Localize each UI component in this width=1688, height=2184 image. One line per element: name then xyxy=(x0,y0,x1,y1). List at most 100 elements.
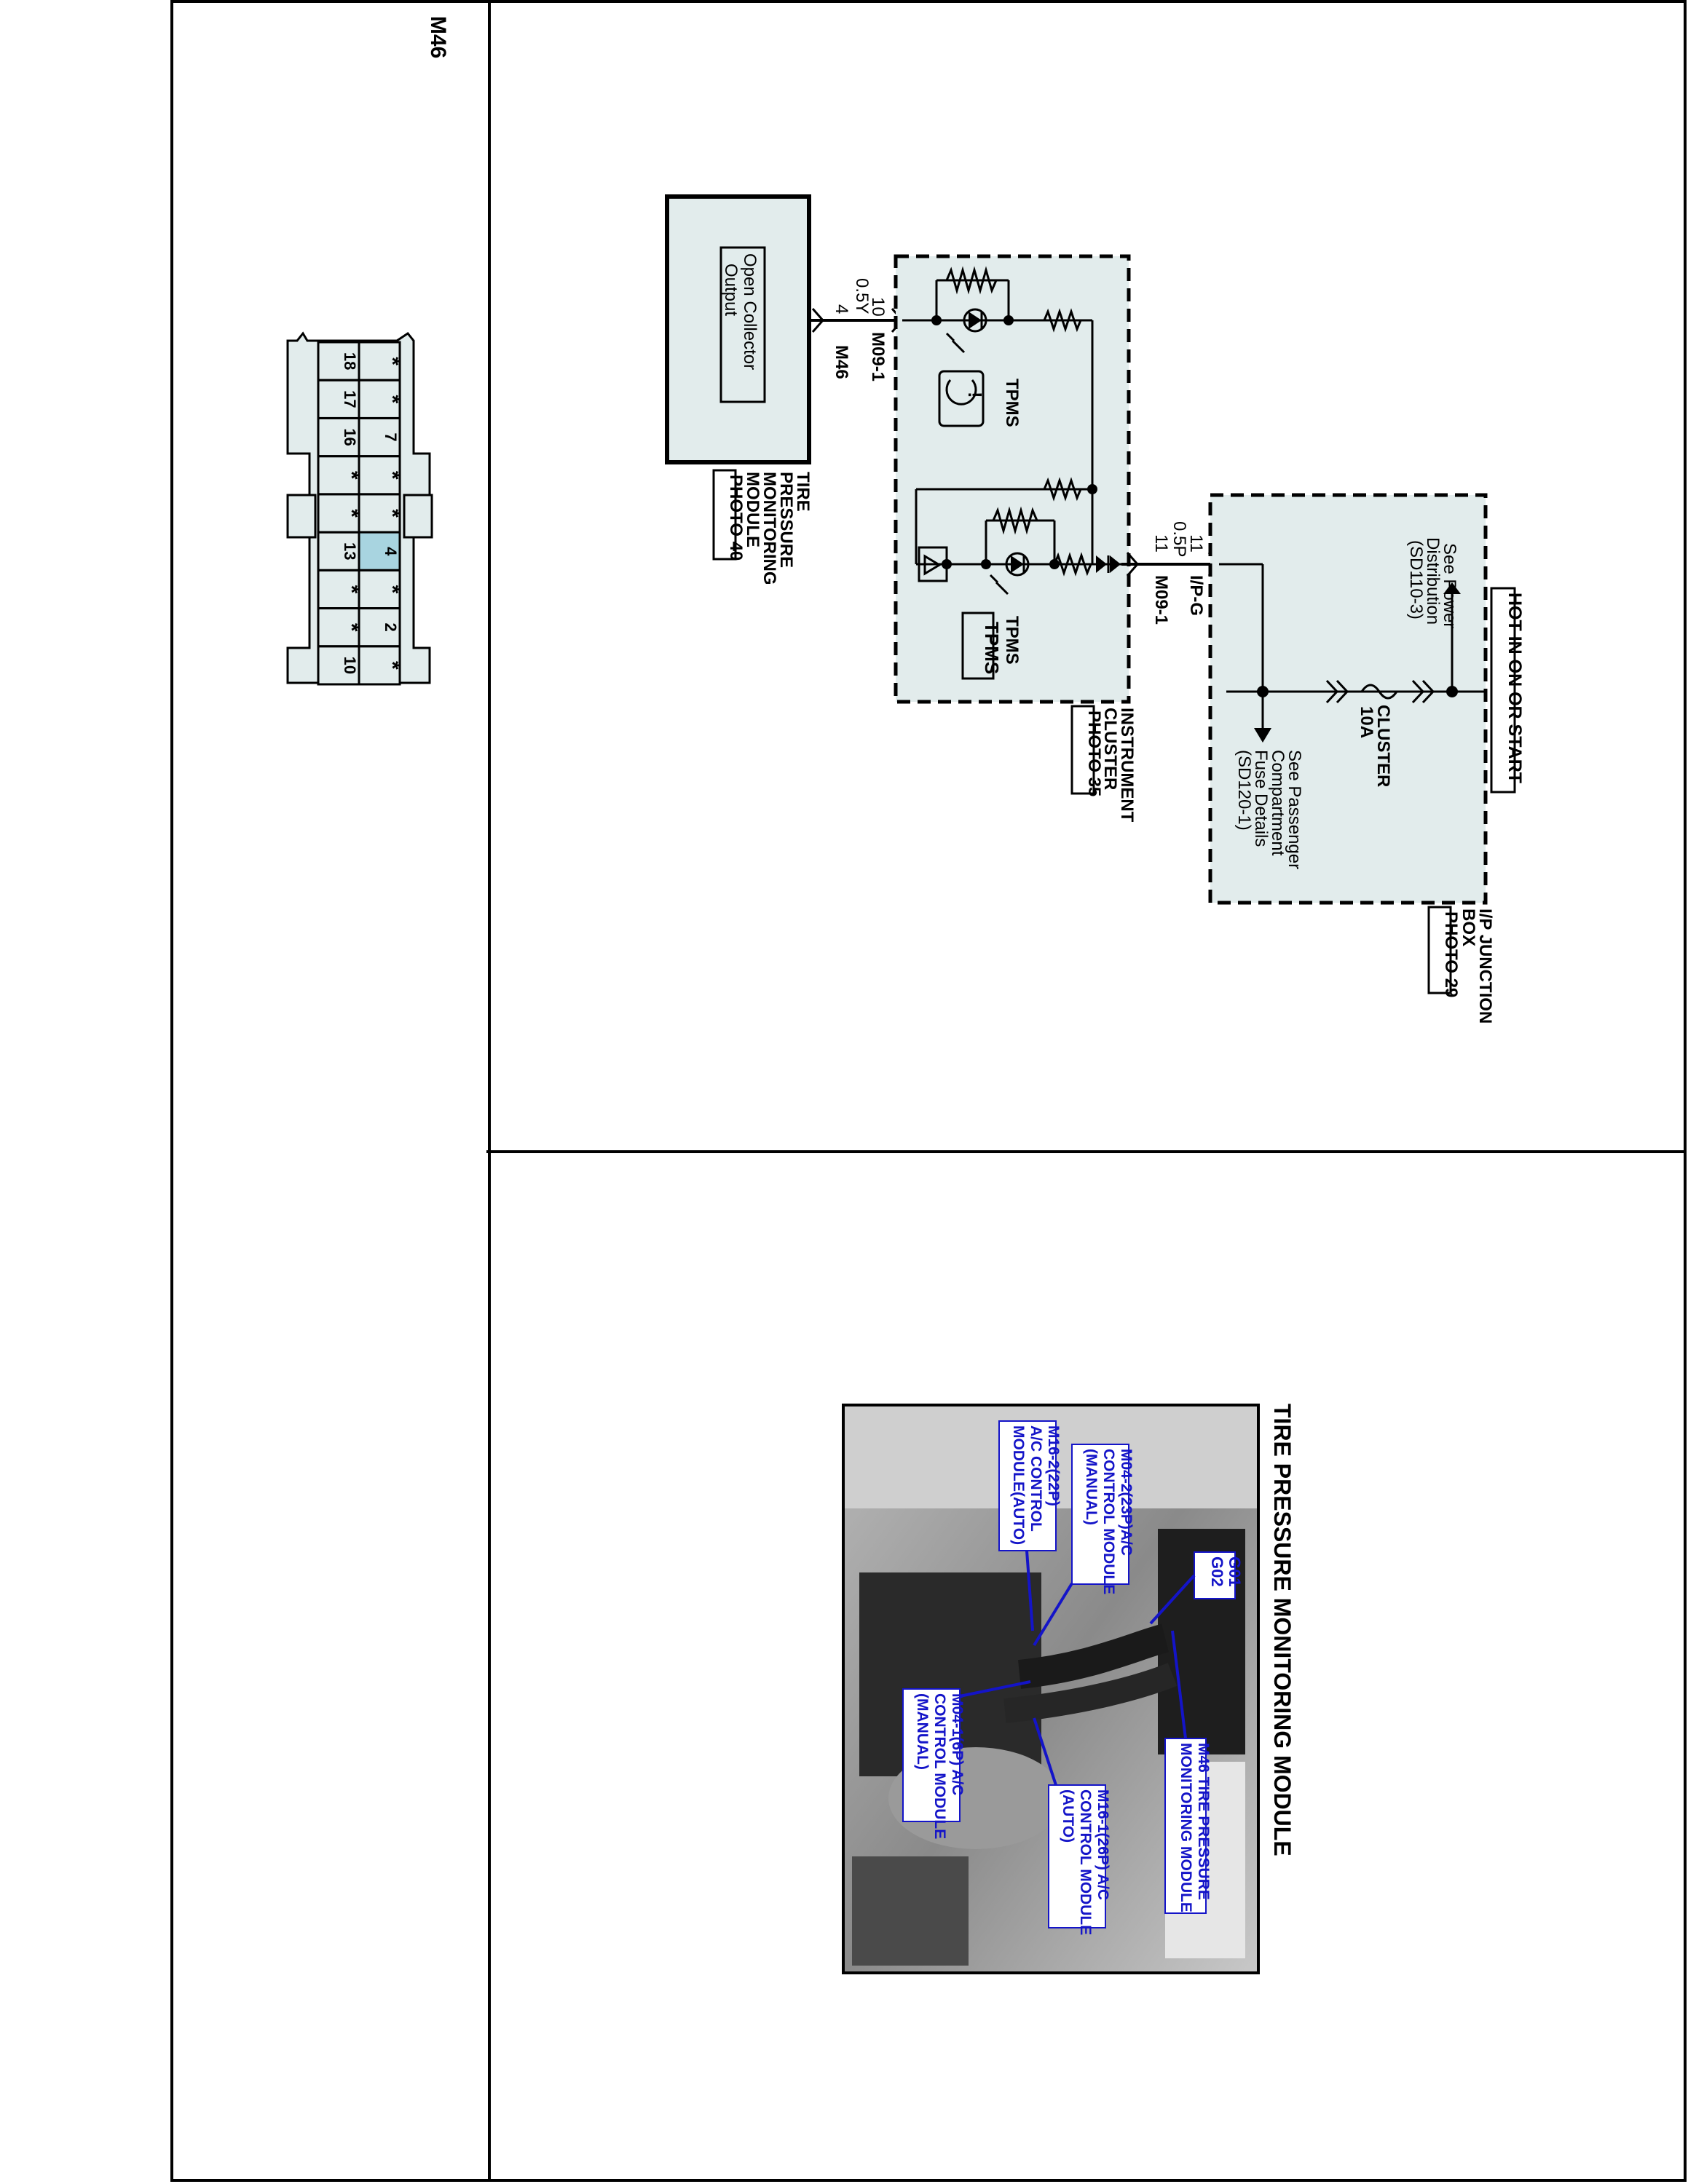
svg-text:CONTROL MODULE: CONTROL MODULE xyxy=(931,1693,948,1839)
photo-title: TIRE PRESSURE MONITORING MODULE xyxy=(1269,1404,1295,1856)
power-ref-arrow xyxy=(1443,582,1461,594)
callout-m16-1: M16-1(26P) A/C CONTROL MODULE (AUTO) xyxy=(1033,1717,1111,1935)
callout-m04-1: M04-1(6P) A/C CONTROL MODULE (MANUAL) xyxy=(902,1680,1031,1839)
svg-text:MODULE: MODULE xyxy=(743,472,762,547)
cavity-label: 7 xyxy=(382,432,400,441)
photo-panel: TIRE PRESSURE MONITORING MODULE G01 G02 xyxy=(842,1404,1295,1974)
fuse-ref-arrow xyxy=(1254,728,1271,743)
instrument-cluster-box xyxy=(894,254,1131,704)
cavity-label: * xyxy=(380,661,404,670)
tpms-warning-lamp-circuit: ! TPMS xyxy=(902,266,1097,564)
connector-label: M46 xyxy=(426,16,450,58)
wire1-pin-module: 4 xyxy=(832,304,851,314)
svg-text:MONITORING MODULE: MONITORING MODULE xyxy=(1178,1743,1194,1912)
schematic: Open Collector Output TIRE PRESSURE MONI… xyxy=(665,194,1525,1024)
wire2-pin-bottom: 11 xyxy=(1151,534,1171,553)
svg-text:(AUTO): (AUTO) xyxy=(1060,1789,1076,1843)
cavity-label: * xyxy=(380,357,404,365)
wire2-conn-bottom: M09-1 xyxy=(1151,575,1171,625)
cavity-label: 17 xyxy=(341,390,359,408)
tpms-module-label: TIRE PRESSURE MONITORING MODULE PHOTO 40 xyxy=(712,469,813,585)
wire2-gauge: 0.5P xyxy=(1170,521,1189,557)
cavity-label: * xyxy=(380,395,404,403)
wire1-conn-module: M46 xyxy=(832,345,851,379)
svg-text:G02: G02 xyxy=(1208,1556,1226,1587)
open-collector-line1: Open Collector xyxy=(740,253,760,370)
fuse-ref-line3: Fuse Details xyxy=(1251,750,1271,847)
junction-box-label: I/P JUNCTION BOX PHOTO 29 xyxy=(1427,906,1495,1024)
led-lower xyxy=(1011,555,1024,573)
resistor-series-lower xyxy=(1053,552,1092,577)
cavity-label: * xyxy=(339,585,363,594)
wire2-pin-top: 11 xyxy=(1186,534,1206,553)
fuse-ref-line2: Compartment xyxy=(1268,750,1287,856)
tpms-module-photo: PHOTO 40 xyxy=(726,475,746,561)
svg-text:M16-2(22P): M16-2(22P) xyxy=(1045,1425,1062,1506)
svg-text:M46 TIRE PRESSURE: M46 TIRE PRESSURE xyxy=(1195,1743,1212,1900)
svg-text:CLUSTER: CLUSTER xyxy=(1100,708,1120,790)
svg-text:(MANUAL): (MANUAL) xyxy=(914,1693,931,1770)
cavity-label: 4 xyxy=(382,547,400,556)
resistor-series-upper xyxy=(1043,308,1082,333)
cavity-label: 16 xyxy=(341,428,359,446)
svg-text:G01: G01 xyxy=(1226,1556,1244,1587)
fuse-ref-line4: (SD120-1) xyxy=(1234,750,1254,831)
callout-m16-2: M16-2(22P) A/C CONTROL MODULE(AUTO) xyxy=(998,1420,1062,1631)
svg-text:(MANUAL): (MANUAL) xyxy=(1083,1449,1100,1525)
cluster-photo: PHOTO 35 xyxy=(1084,711,1104,796)
resistor-lamp xyxy=(992,506,1038,535)
cavity-label: * xyxy=(380,471,404,480)
led-upper xyxy=(969,312,982,329)
wire1-conn-cluster: M09-1 xyxy=(868,332,888,381)
junction-internal: See Power Distribution (SD110-3) CLUSTER… xyxy=(1219,537,1486,869)
tpms-indicator-box: TPMS xyxy=(981,622,1003,674)
power-ref-line3: (SD110-3) xyxy=(1406,540,1426,620)
connector-m09-1-pin11 xyxy=(1126,552,1139,577)
instrument-cluster-label: INSTRUMENT CLUSTER PHOTO 35 xyxy=(1070,705,1137,823)
wire2-conn-top: I/P-G xyxy=(1186,575,1206,616)
connector-m46-symbol xyxy=(811,308,824,333)
svg-text:INSTRUMENT: INSTRUMENT xyxy=(1117,708,1137,823)
svg-text:M04-2(23P)A/C: M04-2(23P)A/C xyxy=(1118,1449,1135,1556)
cavity-label: 10 xyxy=(341,657,359,674)
cavity-label: 18 xyxy=(341,352,359,370)
diode-2 xyxy=(1110,555,1121,573)
junction-box xyxy=(1208,493,1488,905)
open-collector-line2: Output xyxy=(721,264,741,316)
svg-text:MONITORING: MONITORING xyxy=(760,472,779,585)
fuse-rating: 10A xyxy=(1357,706,1376,738)
cavity-label: * xyxy=(339,509,363,518)
svg-text:MODULE(AUTO): MODULE(AUTO) xyxy=(1010,1425,1027,1545)
page-border xyxy=(170,0,1687,2182)
open-collector-box xyxy=(719,246,766,403)
svg-text:M16-1(26P) A/C: M16-1(26P) A/C xyxy=(1095,1789,1111,1900)
svg-text:TIRE: TIRE xyxy=(793,472,813,512)
svg-text:I/P JUNCTION: I/P JUNCTION xyxy=(1475,909,1495,1024)
wire1-gauge: 0.5Y xyxy=(852,278,872,314)
tpms-label-1: TPMS xyxy=(1002,379,1022,427)
tpms-icon-frame xyxy=(938,370,985,427)
svg-text:A/C CONTROL: A/C CONTROL xyxy=(1028,1425,1044,1532)
callout-m46: M46 TIRE PRESSURE MONITORING MODULE xyxy=(1164,1630,1212,1914)
cavity-label: * xyxy=(339,623,363,632)
fuse-symbol xyxy=(1360,684,1398,700)
power-ref-line1: See Power xyxy=(1440,543,1459,628)
connector-latch-left xyxy=(286,494,317,539)
tpms-icon-mark: ! xyxy=(964,392,986,398)
hot-in-on-box xyxy=(1490,587,1516,794)
cavity-b-8 xyxy=(358,645,401,686)
svg-text:CONTROL MODULE: CONTROL MODULE xyxy=(1077,1789,1094,1935)
svg-text:CONTROL MODULE: CONTROL MODULE xyxy=(1100,1449,1117,1594)
junction-photo: PHOTO 29 xyxy=(1441,911,1461,997)
svg-text:BOX: BOX xyxy=(1459,909,1478,946)
resistor-lower xyxy=(1043,477,1082,502)
tpms-indicator-circuit: TPMS TPMS xyxy=(915,489,1121,680)
resistor-upper xyxy=(945,266,998,295)
cavity-label: * xyxy=(380,585,404,594)
callout-m04-2: M04-2(23P)A/C CONTROL MODULE (MANUAL) xyxy=(1033,1444,1135,1647)
wire1-pin-cluster: 10 xyxy=(868,297,888,317)
